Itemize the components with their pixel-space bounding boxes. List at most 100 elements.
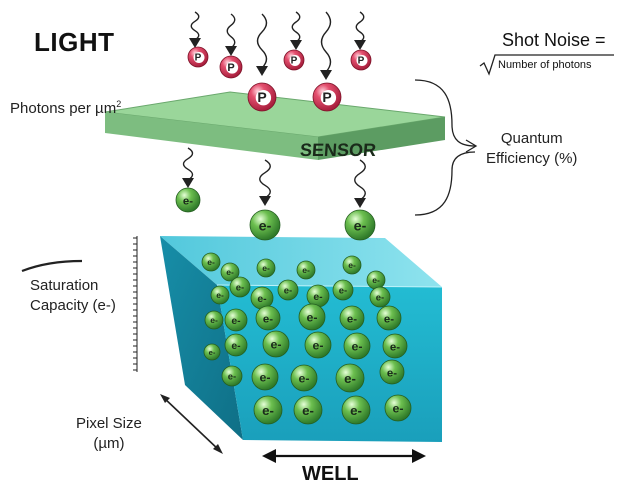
photon-6: P: [350, 49, 372, 71]
electron-35: e-: [293, 395, 323, 425]
electron-31: e-: [290, 364, 318, 392]
photon-4: P: [283, 49, 305, 71]
electron-24: e-: [224, 333, 248, 357]
photon-path-5: [320, 11, 332, 80]
electron-symbol-21: e-: [347, 313, 357, 325]
electron-2: e-: [249, 209, 281, 241]
photon-symbol-6: P: [358, 56, 365, 67]
electron-34: e-: [253, 395, 283, 425]
electron-23: e-: [203, 343, 221, 361]
electron-10: e-: [210, 285, 230, 305]
electron-19: e-: [255, 305, 281, 331]
electron-symbol-25: e-: [271, 338, 282, 352]
pixel-size-label: Pixel Size (µm): [76, 414, 142, 454]
saturation-line1: Saturation: [30, 277, 99, 294]
electron-symbol-9: e-: [372, 275, 380, 285]
photon-path-1: [189, 11, 201, 48]
photon-1: P: [187, 46, 209, 68]
photon-path-3: [256, 13, 268, 76]
well-width-arrow: [262, 449, 426, 463]
electron-symbol-7: e-: [302, 265, 310, 275]
shot-noise-denominator: Number of photons: [498, 59, 592, 71]
qe-line1: Quantum: [500, 130, 563, 147]
electron-1: e-: [175, 187, 201, 213]
photon-symbol-2: P: [227, 62, 234, 74]
photon-paths: [182, 11, 366, 208]
electron-symbol-26: e-: [313, 339, 324, 353]
electron-symbol-12: e-: [257, 294, 267, 305]
electron-13: e-: [277, 279, 299, 301]
electron-symbol-30: e-: [260, 371, 271, 385]
electron-20: e-: [298, 303, 326, 331]
electron-37: e-: [384, 394, 412, 422]
electron-5: e-: [220, 262, 240, 282]
photon-2: P: [219, 55, 243, 79]
electron-symbol-19: e-: [263, 313, 273, 325]
electron-32: e-: [335, 363, 365, 393]
electron-symbol-17: e-: [210, 315, 218, 325]
pixel-size-line2: (µm): [93, 435, 125, 452]
electron-symbol-36: e-: [350, 403, 362, 418]
electron-symbol-31: e-: [299, 372, 310, 386]
electron-symbol-28: e-: [390, 341, 400, 353]
electron-33: e-: [379, 359, 405, 385]
electron-8: e-: [342, 255, 362, 275]
sensor-label: SENSOR: [299, 140, 377, 160]
electron-30: e-: [251, 363, 279, 391]
photon-path-4: [290, 11, 302, 50]
saturation-scale: [21, 236, 138, 372]
electron-symbol-27: e-: [352, 340, 363, 354]
electron-16: e-: [369, 286, 391, 308]
photon-symbol-3: P: [257, 89, 266, 105]
sensor-slab: [104, 91, 446, 160]
electron-27: e-: [343, 332, 371, 360]
photon-path-6: [354, 11, 366, 50]
photon-path-7: [182, 147, 194, 188]
electron-symbol-1: e-: [183, 195, 193, 207]
electron-symbol-20: e-: [307, 311, 318, 325]
photon-symbol-5: P: [322, 89, 331, 105]
electron-15: e-: [332, 279, 354, 301]
photon-path-9: [354, 159, 366, 208]
electron-25: e-: [262, 330, 290, 358]
electron-6: e-: [256, 258, 276, 278]
electron-symbol-35: e-: [302, 403, 314, 418]
photon-path-2: [225, 13, 237, 56]
well-label: WELL: [302, 463, 359, 485]
electron-36: e-: [341, 395, 371, 425]
electron-symbol-10: e-: [216, 290, 224, 300]
saturation-line2: Capacity (e-): [30, 297, 116, 314]
electron-symbol-13: e-: [284, 286, 292, 297]
electron-21: e-: [339, 305, 365, 331]
electron-4: e-: [201, 252, 221, 272]
photon-3: P: [247, 82, 277, 112]
qe-line2: Efficiency (%): [486, 150, 578, 167]
photon-symbol-1: P: [195, 53, 202, 64]
electron-symbol-2: e-: [259, 218, 272, 234]
electron-12: e-: [250, 286, 274, 310]
electron-symbol-34: e-: [262, 403, 274, 418]
electron-symbol-23: e-: [209, 348, 216, 357]
electron-symbol-14: e-: [313, 292, 323, 303]
electron-29: e-: [221, 365, 243, 387]
electron-symbol-15: e-: [339, 286, 347, 297]
pixel-size-line1: Pixel Size: [76, 415, 142, 432]
electron-17: e-: [204, 310, 224, 330]
electron-3: e-: [344, 209, 376, 241]
electron-symbol-33: e-: [387, 367, 397, 379]
electron-26: e-: [304, 331, 332, 359]
electron-18: e-: [224, 308, 248, 332]
electron-symbol-16: e-: [376, 293, 384, 304]
electron-symbol-5: e-: [226, 267, 234, 277]
electron-11: e-: [229, 276, 251, 298]
electron-28: e-: [382, 333, 408, 359]
electron-symbol-11: e-: [236, 283, 244, 294]
shot-noise-formula: Shot Noise =: [502, 30, 606, 50]
photon-path-8: [259, 159, 271, 206]
electron-symbol-24: e-: [231, 341, 241, 352]
photons-per-area-label: Photons per µm2: [10, 99, 122, 117]
electron-symbol-37: e-: [393, 402, 404, 416]
electron-symbol-29: e-: [228, 372, 236, 383]
photons-label-superscript: 2: [116, 99, 122, 109]
